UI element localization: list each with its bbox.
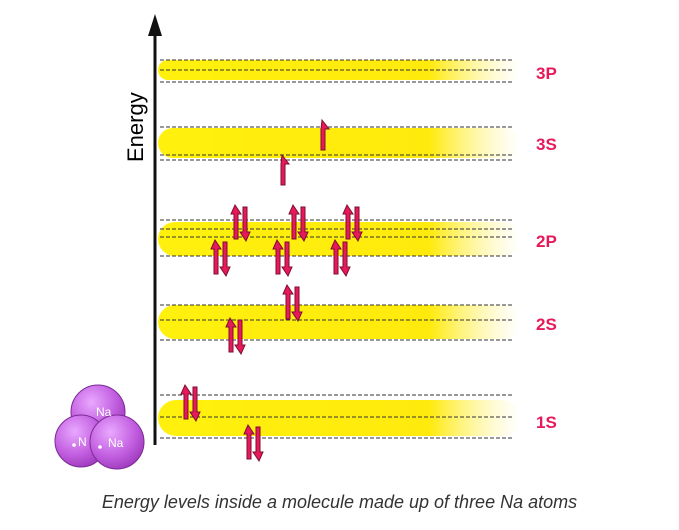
energy-axis [148,14,162,445]
band-2s [158,304,520,341]
band-2p [158,219,520,257]
band-label-2s: 2S [536,315,557,334]
band-label-2p: 2P [536,232,557,251]
atom-label-2: N [78,435,87,449]
atom-label-3: Na [108,436,124,450]
na-atoms-illustration: Na N Na [54,384,145,470]
band-1s [158,394,520,439]
energy-level-diagram: Energy 3P 3S 2P 2S 1S Na N Na [54,14,557,470]
band-label-1s: 1S [536,413,557,432]
band-3p [158,59,520,83]
atom-3 [89,414,145,470]
atom-label-1: Na [96,405,112,419]
band-label-3p: 3P [536,64,557,83]
band-3s [158,126,520,161]
caption: Energy levels inside a molecule made up … [101,492,578,512]
band-label-3s: 3S [536,135,557,154]
axis-label: Energy [123,92,148,162]
